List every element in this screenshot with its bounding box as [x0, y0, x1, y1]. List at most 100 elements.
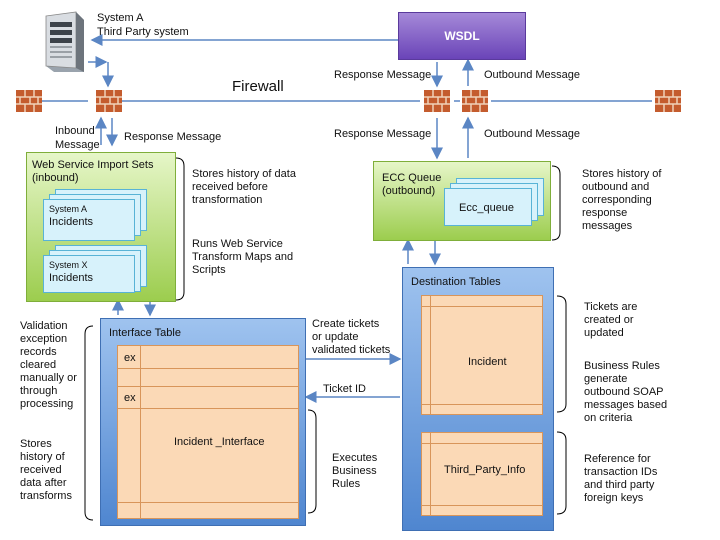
note-line: received: [20, 464, 62, 476]
inbound-label-2: Message: [55, 139, 100, 151]
note-line: transaction IDs: [584, 466, 658, 478]
system-a-title: System A: [97, 12, 144, 24]
import-sets-subtitle: (inbound): [32, 172, 79, 184]
note-line: processing: [20, 398, 74, 410]
table-divider: [422, 505, 542, 506]
note-line: Validation: [20, 320, 68, 332]
table-divider: [422, 404, 542, 405]
ecc-queue-box: ECC Queue (outbound) Ecc_queue: [373, 161, 551, 241]
note-line: Rules: [332, 478, 361, 490]
note-line: response: [582, 207, 628, 219]
wsdl-label: WSDL: [444, 29, 480, 43]
outbound-message-bottom: Outbound Message: [484, 128, 581, 140]
note-line: transforms: [20, 490, 72, 502]
import-sets-title: Web Service Import Sets: [32, 159, 154, 171]
doc-big-label: Incidents: [49, 272, 94, 284]
firewall-brick-icon: [424, 90, 450, 112]
note-line: data after: [20, 477, 67, 489]
note-line: validated tickets: [312, 344, 391, 356]
import-sets-box: Web Service Import Sets (inbound) System…: [26, 152, 176, 302]
note-line: Stores history of: [582, 168, 662, 180]
dest-note-1: Tickets are created or updated: [584, 301, 637, 340]
response-message-left: Response Message: [124, 131, 222, 143]
executes-business-rules-label: Executes Business Rules: [332, 452, 377, 491]
note-line: generate: [584, 373, 628, 385]
note-line: Tickets are: [584, 301, 638, 313]
note-line: Executes: [332, 452, 378, 464]
dest-note-2: Business Rules generate outbound SOAP me…: [584, 360, 667, 425]
note-line: Runs Web Service: [192, 238, 283, 250]
incident-interface-label: Incident _Interface: [174, 436, 265, 448]
response-message-bottom: Response Message: [334, 128, 432, 140]
note-line: Transform Maps and: [192, 251, 294, 263]
note-line: Stores history of data: [192, 168, 296, 180]
table-divider: [422, 306, 542, 307]
server-icon: [45, 11, 84, 72]
create-tickets-label: Create tickets or update validated ticke…: [312, 318, 390, 357]
note-line: Business: [332, 465, 377, 477]
table-divider: [118, 368, 298, 369]
outbound-message-top: Outbound Message: [484, 69, 581, 81]
import-note-1: Stores history of data received before t…: [192, 168, 296, 207]
left-note-1: Validation exception records cleared man…: [20, 320, 77, 411]
import-note-2: Runs Web Service Transform Maps and Scri…: [192, 238, 293, 277]
ticket-id-label: Ticket ID: [323, 383, 366, 395]
table-divider: [140, 346, 141, 518]
inbound-label: Inbound: [55, 125, 95, 137]
note-line: through: [20, 385, 58, 397]
incident-table: Incident: [421, 295, 543, 415]
doc-small-label: System A: [49, 204, 88, 214]
table-divider: [118, 386, 298, 387]
ex-row-label: ex: [124, 352, 136, 364]
note-line: foreign keys: [584, 492, 644, 504]
ex-row-label: ex: [124, 392, 136, 404]
ecc-queue-title: ECC Queue: [382, 172, 442, 184]
note-line: Scripts: [192, 264, 226, 276]
note-line: records: [20, 346, 57, 358]
interface-table: ex ex Incident _Interface: [117, 345, 299, 519]
note-line: Stores: [20, 438, 52, 450]
ecc-queue-doc: Ecc_queue: [444, 188, 532, 226]
third-party-info-table: Third_Party_Info: [421, 432, 543, 516]
note-line: transformation: [192, 194, 263, 206]
note-line: cleared: [20, 359, 57, 371]
note-line: created or: [584, 314, 634, 326]
interface-table-box: Interface Table ex ex Incident _Interfac…: [100, 318, 306, 526]
ecc-queue-subtitle: (outbound): [382, 185, 436, 197]
firewall-brick-icon: [16, 90, 42, 112]
system-a-subtitle: Third Party system: [97, 26, 189, 38]
third-party-table-label: Third_Party_Info: [444, 464, 526, 476]
firewall-brick-icon: [96, 90, 122, 112]
note-line: updated: [584, 327, 624, 339]
doc-small-label: System X: [49, 260, 88, 270]
doc-big-label: Incidents: [49, 216, 94, 228]
dest-note-3: Reference for transaction IDs and third …: [584, 453, 657, 505]
destination-title: Destination Tables: [411, 276, 501, 288]
ecc-doc-label: Ecc_queue: [459, 202, 515, 214]
note-line: corresponding: [582, 194, 652, 206]
table-divider: [430, 433, 431, 515]
note-line: Create tickets: [312, 318, 380, 330]
firewall-brick-icon: [655, 90, 681, 112]
left-note-2: Stores history of received data after tr…: [20, 438, 72, 503]
note-line: exception: [20, 333, 68, 345]
note-line: received before: [192, 181, 268, 193]
note-line: outbound and: [582, 181, 650, 193]
note-line: messages based: [584, 399, 668, 411]
firewall-label: Firewall: [232, 78, 284, 95]
table-divider: [118, 408, 298, 409]
table-divider: [422, 443, 542, 444]
note-line: messages: [582, 220, 633, 232]
note-line: Reference for: [584, 453, 651, 465]
note-line: history of: [20, 451, 65, 463]
note-line: or update: [312, 331, 359, 343]
ecc-note: Stores history of outbound and correspon…: [582, 168, 661, 233]
firewall-brick-icon: [462, 90, 488, 112]
note-line: Business Rules: [584, 360, 660, 372]
note-line: manually or: [20, 372, 77, 384]
note-line: on criteria: [584, 412, 633, 424]
table-divider: [430, 296, 431, 414]
note-line: and third party: [584, 479, 655, 491]
destination-tables-box: Destination Tables Incident Third_Party_…: [402, 267, 554, 531]
